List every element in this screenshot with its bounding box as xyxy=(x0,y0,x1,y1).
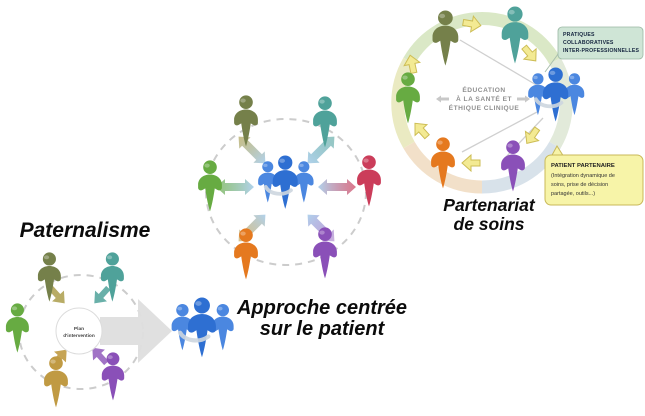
approche-label-line2: sur le patient xyxy=(260,318,386,340)
double-arrow-icon xyxy=(301,208,341,248)
person-gold-icon xyxy=(44,356,68,408)
flow-arrow-icon xyxy=(519,123,545,149)
education-text-line1: ÉDUCATION xyxy=(462,85,505,94)
green-callout-box xyxy=(557,26,644,60)
plan-circle xyxy=(55,307,103,355)
green-callout-line2: COLLABORATIVES xyxy=(563,40,614,46)
yellow-callout-box xyxy=(544,154,644,206)
yellow-callout-line3: partagée, outils...) xyxy=(551,191,595,197)
stage-paternalisme: Plan d'intervention Paternalisme xyxy=(5,219,234,408)
ring-arc-bottom-right xyxy=(481,141,561,194)
patient-group-icon xyxy=(528,67,584,121)
ring-arc-bottom-left xyxy=(403,141,483,194)
patient-group-icon xyxy=(258,155,313,208)
stage-approche-centree: Approche centrée sur le patient xyxy=(198,95,407,340)
approche-label-line1: Approche centrée xyxy=(236,297,407,319)
education-text-line2: À LA SANTÉ ET xyxy=(456,94,512,103)
person-orange-icon xyxy=(234,228,258,280)
paternalisme-label: Paternalisme xyxy=(20,219,151,242)
transition-arrow-icon xyxy=(100,299,172,363)
double-arrow-icon xyxy=(232,208,272,248)
stage-partenariat: ÉDUCATION À LA SANTÉ ET ÉTHIQUE CLINIQUE… xyxy=(391,6,644,234)
green-callout-line3: INTER-PROFESSIONNELLES xyxy=(563,48,640,54)
flow-arrow-icon xyxy=(461,154,481,172)
partenariat-label-line2: de soins xyxy=(454,214,525,234)
person-red-icon xyxy=(357,155,381,207)
plan-label-line1: Plan xyxy=(74,326,84,332)
person-olive-icon xyxy=(234,95,258,147)
green-callout-line1: PRATIQUES xyxy=(563,32,595,38)
plan-label-line2: d'intervention xyxy=(63,333,95,339)
partenariat-label-line1: Partenariat xyxy=(443,195,536,215)
person-teal-icon xyxy=(501,6,529,64)
yellow-callout-line2: soins, prise de décision xyxy=(551,182,608,188)
yellow-callout-title: PATIENT PARTENAIRE xyxy=(551,163,615,169)
left-arrow-icon xyxy=(436,95,449,103)
person-green-icon xyxy=(198,160,222,212)
right-arrow-icon xyxy=(517,95,530,103)
yellow-callout-line1: (Intégration dynamique de xyxy=(551,173,615,179)
ring-arc-left xyxy=(391,57,415,149)
patient-group-icon xyxy=(172,297,234,357)
ring-arc-top xyxy=(403,12,561,65)
double-arrow-icon xyxy=(318,179,356,195)
person-green-icon xyxy=(5,303,29,353)
education-text-line3: ÉTHIQUE CLINIQUE xyxy=(449,103,520,112)
